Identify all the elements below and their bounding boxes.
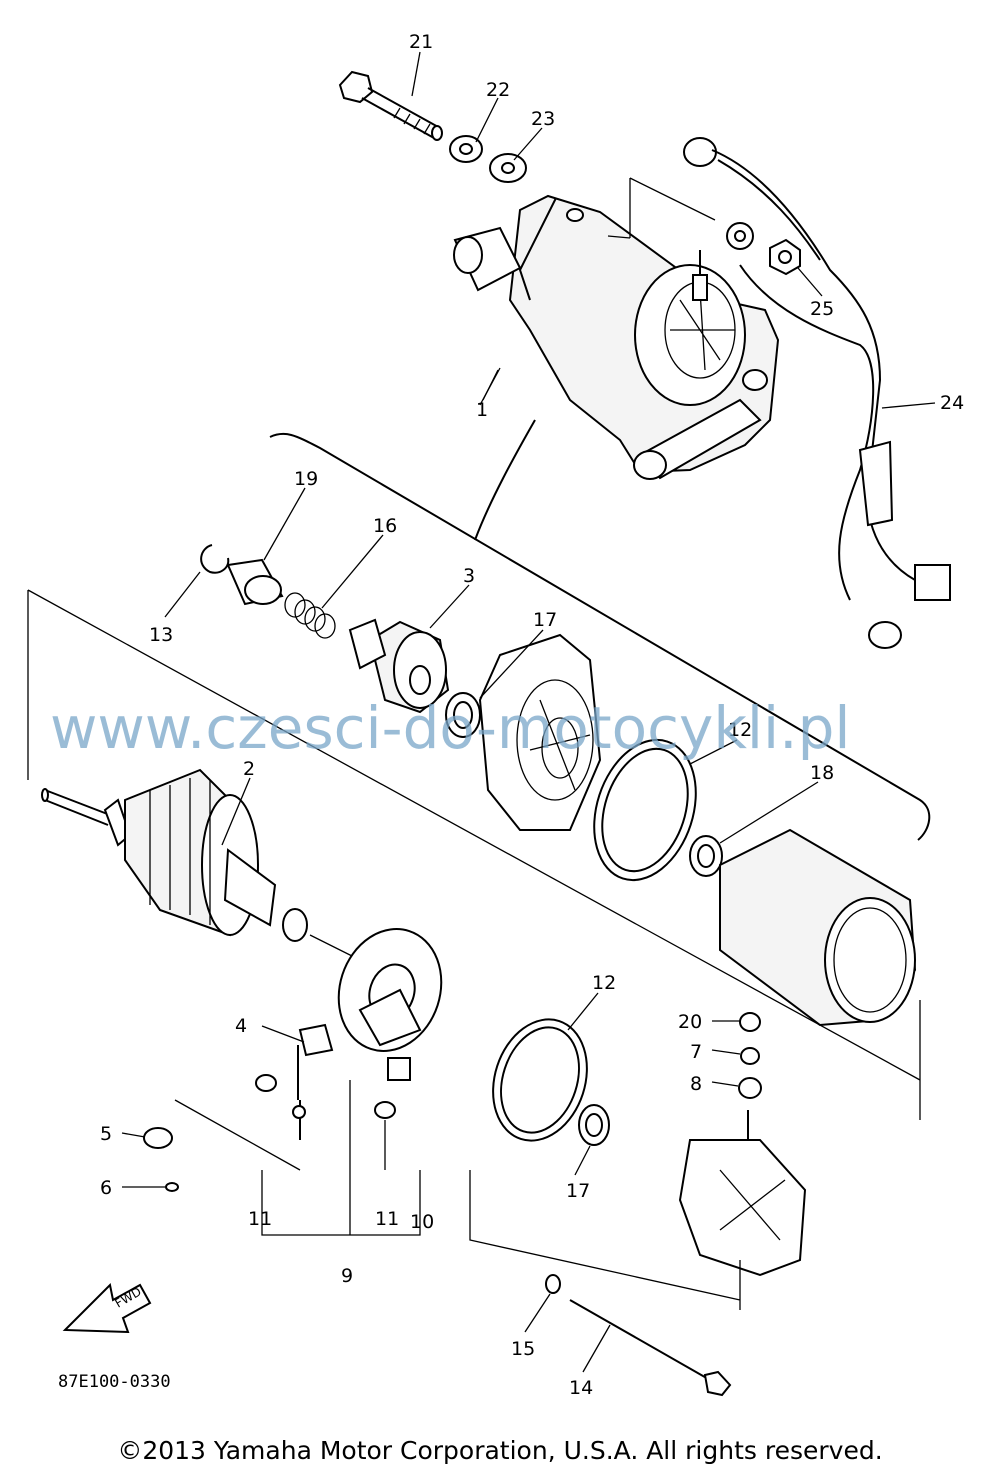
part-number-8: 8	[690, 1073, 702, 1095]
part-number-4: 4	[235, 1015, 247, 1037]
part-number-17-lower: 17	[566, 1180, 590, 1202]
cap-part	[143, 1127, 173, 1149]
part-number-3: 3	[463, 565, 475, 587]
part-number-14: 14	[569, 1377, 593, 1399]
circlip-part	[200, 544, 230, 574]
part-number-15: 15	[511, 1338, 535, 1360]
part-number-10: 10	[410, 1211, 434, 1233]
part-number-11-right: 11	[375, 1208, 399, 1230]
part-number-18: 18	[810, 762, 834, 784]
part-number-24: 24	[940, 392, 964, 414]
part-number-6: 6	[100, 1177, 112, 1199]
part-number-7: 7	[690, 1041, 702, 1063]
o-ring-small-part	[165, 1182, 179, 1192]
forward-arrow-icon: FWD	[62, 1282, 152, 1334]
washer-small-part	[545, 1274, 561, 1294]
part-number-labels: 21 22 23 25 24 1 19 16 13 3 17 12 2 18 4…	[100, 31, 964, 1399]
spring-part	[284, 592, 336, 639]
part-number-12: 12	[728, 719, 752, 741]
part-number-5: 5	[100, 1123, 112, 1145]
through-bolt-part	[569, 1299, 711, 1381]
brush-holder-part	[298, 928, 443, 1081]
part-number-19: 19	[294, 468, 318, 490]
part-number-17: 17	[533, 609, 557, 631]
starter-cable-assembly	[683, 137, 951, 649]
bolt-part	[338, 70, 443, 141]
watermark-text: www.czesci-do-motocykli.pl	[50, 694, 851, 762]
part-number-11-left: 11	[248, 1208, 272, 1230]
part-number-1: 1	[476, 399, 488, 421]
starter-motor-assembly	[338, 70, 780, 480]
copyright-notice: ©2013 Yamaha Motor Corporation, U.S.A. A…	[117, 1436, 883, 1465]
callout-leaders	[121, 51, 936, 1373]
part-number-25: 25	[810, 298, 834, 320]
part-number-23: 23	[531, 108, 555, 130]
part-number-13: 13	[149, 624, 173, 646]
drawing-code: 87E100-0330	[58, 1372, 171, 1392]
armature-part	[41, 768, 308, 942]
rear-cover-part	[678, 1110, 807, 1277]
part-number-9: 9	[341, 1265, 353, 1287]
part-number-21: 21	[409, 31, 433, 53]
exploded-components	[27, 544, 921, 1397]
part-number-2: 2	[243, 758, 255, 780]
part-number-16: 16	[373, 515, 397, 537]
front-cover-part	[478, 633, 602, 831]
part-number-20: 20	[678, 1011, 702, 1033]
part-number-22: 22	[486, 79, 510, 101]
part-number-12-lower: 12	[592, 972, 616, 994]
starter-clutch-part	[348, 618, 450, 714]
yoke-part	[719, 828, 917, 1027]
